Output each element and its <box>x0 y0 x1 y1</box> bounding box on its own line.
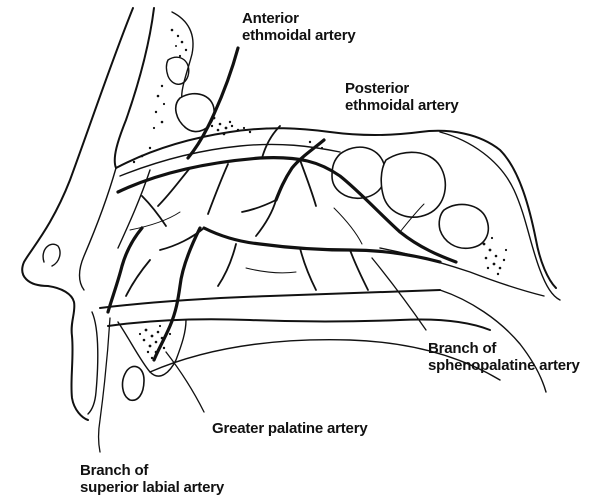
incisor-tooth <box>123 366 144 400</box>
label-sphenopalatine-line-2: sphenopalatine artery <box>428 357 580 374</box>
posterior-ethmoidal-artery <box>276 140 324 200</box>
label-posterior-ethmoidal-artery: Posterior ethmoidal artery <box>345 80 459 114</box>
septal-thin-3 <box>334 208 362 244</box>
label-greater-palatine-artery: Greater palatine artery <box>212 420 367 437</box>
sphenoid-cell-2 <box>381 152 445 217</box>
label-posterior-line-2: ethmoidal artery <box>345 97 459 114</box>
frontal-sinus-cavity <box>167 57 189 84</box>
label-anterior-line-1: Anterior <box>242 10 356 27</box>
septal-branch-5 <box>300 160 316 206</box>
sphenopalatine-branch-artery <box>204 228 440 262</box>
greater-palatine-artery <box>154 228 200 360</box>
sphenoid-cell-3 <box>439 204 488 248</box>
hard-palate-lower-outline <box>108 319 490 330</box>
label-sphenopalatine-line-1: Branch of <box>428 340 580 357</box>
palate-canal-outline <box>118 320 186 376</box>
label-sphenopalatine-branch: Branch of sphenopalatine artery <box>428 340 580 374</box>
septal-thin-2 <box>246 268 296 273</box>
septal-branch-9 <box>126 260 150 296</box>
label-superior-labial-branch: Branch of superior labial artery <box>80 462 224 496</box>
label-anterior-line-2: ethmoidal artery <box>242 27 356 44</box>
septal-branch-11 <box>218 244 236 286</box>
stippled-bone-dots <box>133 29 507 359</box>
upper-lip-inner-outline <box>88 312 98 414</box>
frontal-bone-outline <box>115 8 154 168</box>
septal-branch-2 <box>208 164 228 214</box>
leader-superior-labial <box>99 318 111 452</box>
label-superior-labial-line-2: superior labial artery <box>80 479 224 496</box>
superior-labial-branch-artery <box>108 228 142 312</box>
septal-branch-6 <box>350 250 368 290</box>
septal-branch-7 <box>300 248 316 290</box>
septal-branch-12 <box>262 126 280 158</box>
label-posterior-line-1: Posterior <box>345 80 459 97</box>
hard-palate-upper-outline <box>100 290 440 308</box>
face-profile-outline <box>22 8 133 420</box>
septal-thin-1 <box>130 212 180 230</box>
septum-anterior-outline <box>80 168 117 290</box>
label-greater-palatine-line-1: Greater palatine artery <box>212 420 367 437</box>
label-anterior-ethmoidal-artery: Anterior ethmoidal artery <box>242 10 356 44</box>
leader-greater-palatine <box>166 352 204 412</box>
nostril-outline <box>43 244 60 266</box>
label-superior-labial-line-1: Branch of <box>80 462 224 479</box>
septal-branch-3 <box>242 200 276 212</box>
nasal-roof-outline <box>116 128 556 288</box>
